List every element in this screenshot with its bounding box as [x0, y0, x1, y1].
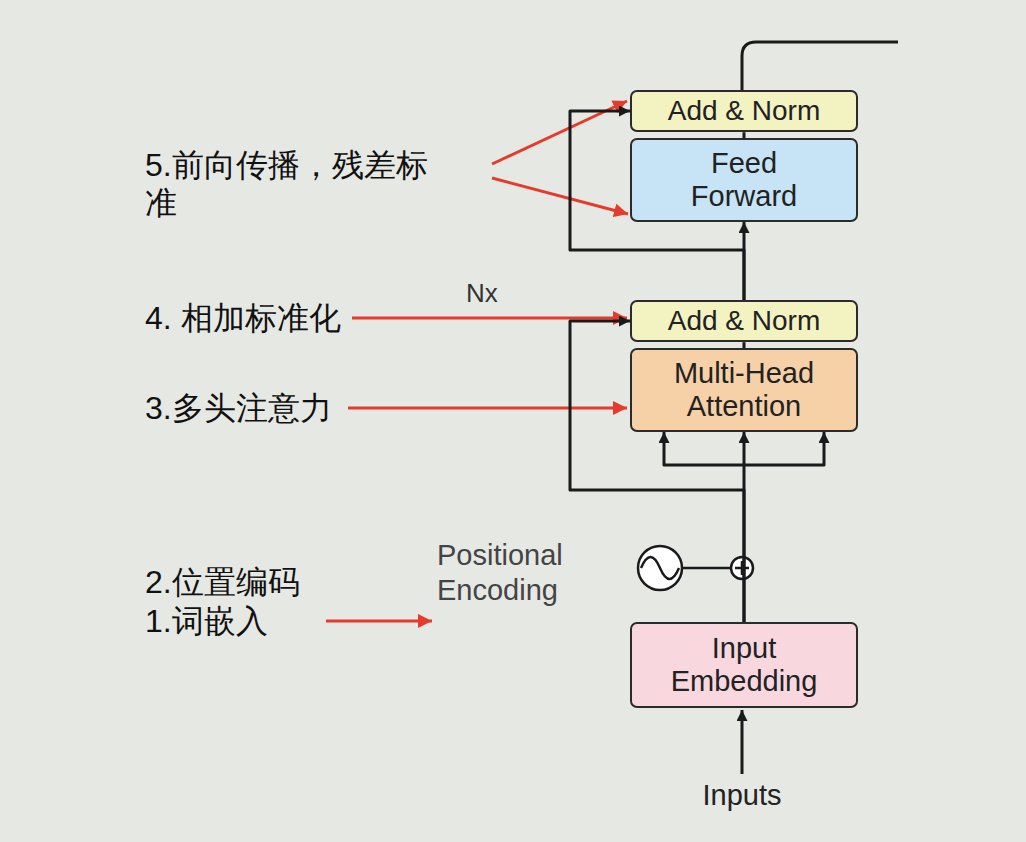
callout-arrow [352, 317, 627, 320]
encoding-link [682, 567, 731, 570]
faint-building [60, 40, 130, 340]
plus-symbol [731, 557, 753, 579]
box-label: Multi-Head Attention [657, 357, 832, 424]
output-line [742, 42, 898, 90]
faint-building [920, 60, 1000, 390]
inputs-label: Inputs [687, 778, 797, 813]
callout-text: 1.词嵌入 [145, 602, 345, 640]
callout-text: 5.前向传播，残差标准 [145, 146, 445, 223]
callout-arrow [326, 620, 432, 623]
faint-ground [20, 700, 380, 842]
highlight-band [80, 342, 892, 450]
callout-text: 3.多头注意力 [145, 389, 375, 427]
sine-wave [641, 557, 679, 579]
callout-arrow [348, 407, 627, 410]
connector-line [664, 432, 744, 465]
attention-box: Multi-Head Attention [630, 348, 858, 432]
input-arrow [741, 710, 744, 774]
box-label: Feed Forward [657, 147, 832, 214]
sine-symbol [638, 546, 682, 590]
connector-line [744, 432, 824, 465]
add-norm-box: Add & Norm [630, 90, 858, 132]
callout-arrow [492, 178, 628, 214]
box-label: Input Embedding [657, 632, 832, 699]
repeat-label: Nx [466, 280, 498, 306]
box-label: Add & Norm [668, 305, 821, 337]
box-label: Add & Norm [668, 95, 821, 127]
feed-forward-box: Feed Forward [630, 138, 858, 222]
callout-text: 4. 相加标准化 [145, 299, 405, 337]
embedding-box: Input Embedding [630, 622, 858, 708]
positional-encoding-label: Positional Encoding [437, 538, 607, 608]
plus-sign [735, 561, 749, 575]
add-norm-box: Add & Norm [630, 300, 858, 342]
encoder-outline-shape [546, 76, 887, 514]
encoder-block: NxAdd & NormFeed ForwardAdd & NormMulti-… [545, 75, 888, 515]
white-panel [405, 12, 900, 842]
callout-text: 2.位置编码 [145, 563, 345, 601]
